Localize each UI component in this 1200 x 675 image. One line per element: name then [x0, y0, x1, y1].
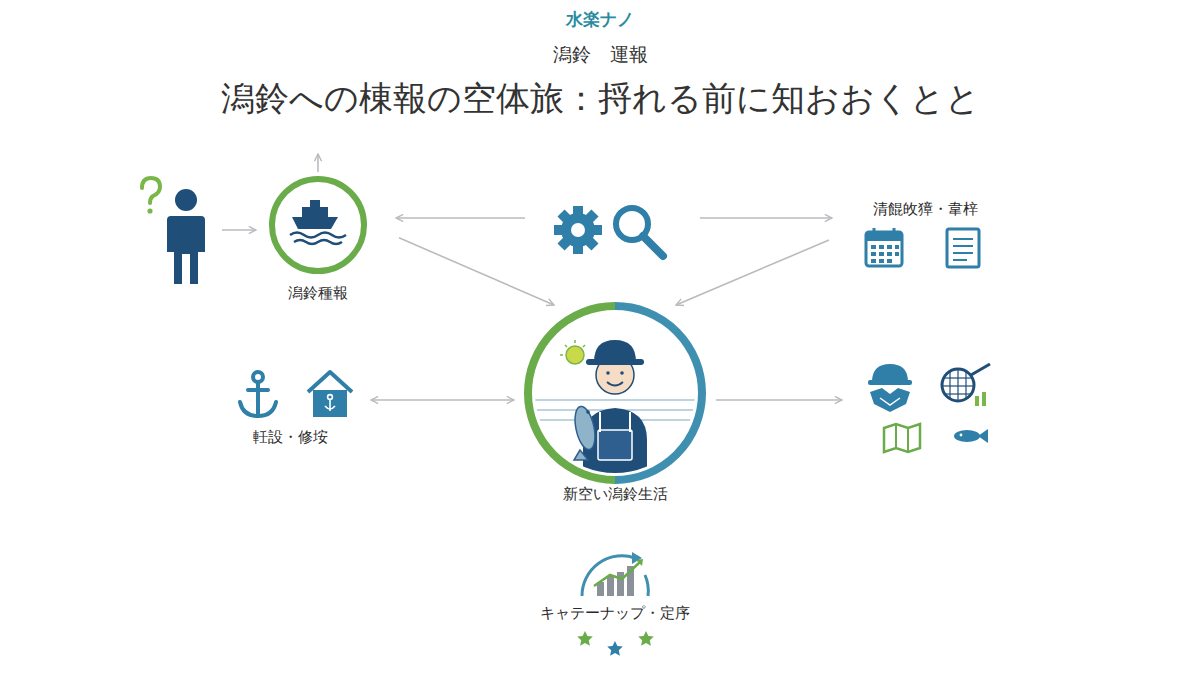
- node-label: 新空い潟鈴生活: [514, 485, 716, 505]
- connector: [371, 399, 514, 401]
- net-icon: [942, 364, 990, 406]
- flow-arrow: [700, 217, 832, 219]
- document-icon: [947, 229, 979, 267]
- flow-arrow: [716, 399, 842, 401]
- calendar-icon: [866, 228, 902, 266]
- career-node: キャテーナップ・定序: [499, 548, 731, 624]
- node-label: キャテーナップ・定序: [499, 604, 731, 624]
- node-label: 潟鈴種報: [237, 284, 399, 304]
- person-icon: [142, 178, 205, 284]
- node-label: 軠設・修垵: [209, 428, 371, 448]
- fisherman-illustration: [528, 306, 702, 480]
- flow-arrow: [396, 217, 525, 219]
- gear-magnifier-icon: [544, 196, 663, 264]
- plan-node: 清餛敀獐・韋梓: [829, 200, 1021, 292]
- boat-icon: [272, 154, 364, 271]
- connector: [676, 240, 829, 305]
- flow-arrow: [222, 229, 256, 231]
- growth-chart-icon: [582, 552, 648, 596]
- header-label: 水楽ナノ: [566, 8, 634, 31]
- header-label: 潟鈴 運報: [553, 42, 648, 68]
- map-icon: [884, 424, 920, 452]
- topic-node: 潟鈴種報: [237, 172, 399, 304]
- anchor-icon: [240, 372, 276, 416]
- node-label: 清餛敀獐・韋梓: [829, 200, 1021, 220]
- fish-icon: [954, 429, 988, 443]
- port-node: 軠設・修垵: [209, 368, 371, 448]
- handshake-icon: [868, 364, 912, 412]
- stars: [577, 631, 654, 656]
- house-icon: [308, 372, 352, 417]
- center-node: 新空い潟鈴生活: [514, 305, 716, 505]
- diagram-title: 潟鈴への棟報の空体旅：捋れる前に知おおくとと: [0, 76, 1200, 122]
- connector: [399, 238, 554, 305]
